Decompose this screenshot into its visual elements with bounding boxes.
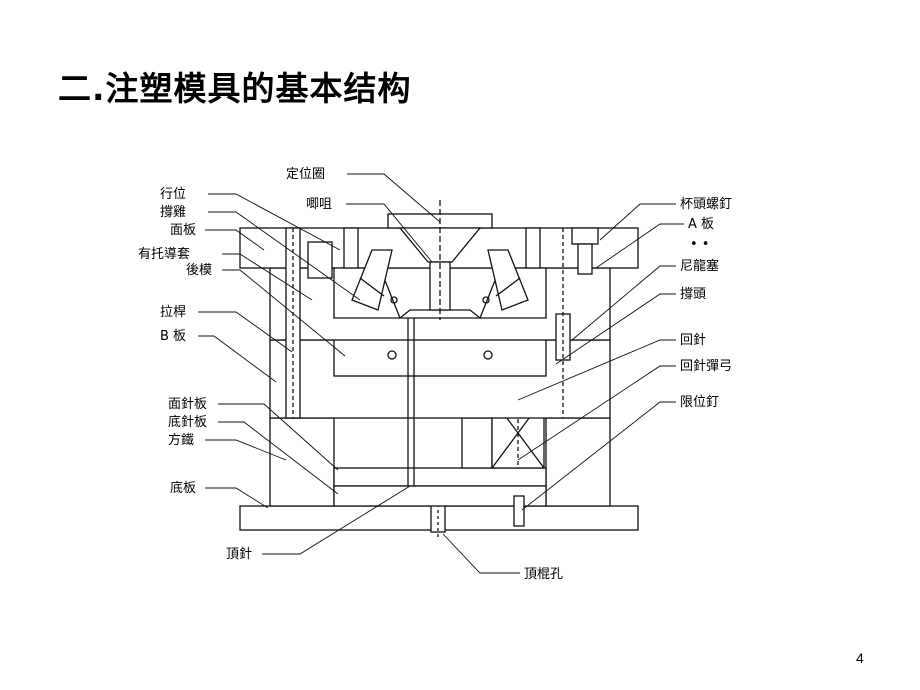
label-spacer-block: 方鐵 [168, 432, 194, 448]
label-return-pin-spring: 回針彈弓 [680, 359, 732, 374]
label-ejector-plate: 底針板 [168, 414, 207, 430]
label-stop-pin: 限位釘 [680, 394, 719, 410]
label-ejector-pin: 頂針 [226, 547, 252, 562]
leader-lines [198, 173, 684, 574]
label-support-head: 撐頭 [680, 287, 706, 302]
label-return-pin: 回針 [680, 333, 706, 348]
mold-drawing [239, 200, 639, 540]
slide-title: 二.注塑模具的基本结构 [58, 69, 412, 108]
label-nylon-plug: 尼龍塞 [680, 258, 719, 274]
label-core-insert: 後模 [186, 263, 212, 278]
cap-screw [571, 227, 599, 245]
label-base-plate: 底板 [170, 480, 196, 496]
label-a-plate: A 板 [688, 217, 714, 232]
label-locating-ring: 定位圈 [286, 167, 325, 182]
label-top-plate: 面板 [170, 223, 196, 238]
label-slide-support: 撐雞 [160, 205, 186, 220]
spacer-block-left [269, 417, 335, 507]
ejector-plate [333, 485, 547, 507]
label-dots: • • [690, 237, 709, 252]
label-sprue-bushing: 唧咀 [306, 197, 332, 212]
stop-pin [513, 495, 525, 527]
label-cap-screw: 杯頭螺釘 [680, 196, 732, 212]
page-number: 4 [856, 650, 864, 666]
label-ejector-retainer-plate: 面針板 [168, 397, 207, 412]
ejector-retainer-plate [333, 467, 547, 487]
slide-right [487, 249, 529, 311]
label-ejector-rod-hole: 頂棍孔 [524, 567, 563, 582]
label-slide: 行位 [160, 187, 186, 202]
slide-left [351, 249, 393, 311]
label-pull-rod: 拉桿 [160, 305, 186, 320]
guide-bushing [307, 241, 333, 279]
label-guide-bushing: 有托導套 [138, 246, 190, 262]
label-b-plate: B 板 [160, 329, 186, 344]
spacer-block-right [545, 417, 611, 507]
